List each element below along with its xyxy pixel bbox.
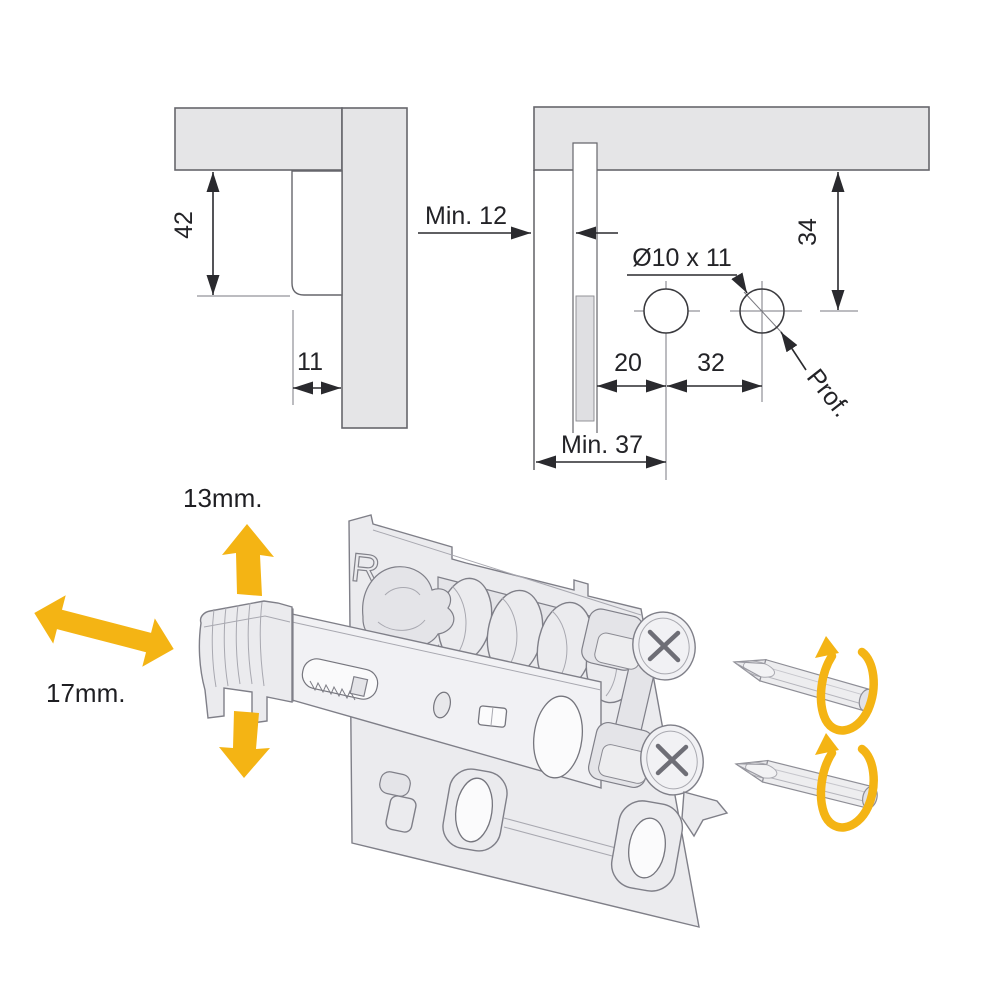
- serration-teeth: [309, 680, 356, 701]
- rotation-arrows: [815, 636, 878, 832]
- down-adjust-arrow-icon: [219, 711, 270, 778]
- rotate-arrow-upper-icon: [816, 647, 878, 735]
- large-oval-hole: [533, 695, 583, 779]
- horizontal-adjust-arrow-icon: [34, 595, 174, 667]
- dim-hole-spacing: 32: [697, 349, 725, 377]
- mounting-screws: [581, 608, 704, 796]
- depth-label: Prof.: [801, 364, 856, 423]
- phillips-tip-lower: [738, 763, 767, 779]
- screwdriver-bits: [732, 636, 878, 832]
- dim-notch-width: 11: [297, 348, 323, 376]
- bottom-mounting-bosses: [379, 768, 729, 892]
- drilling-template-diagram: Min. 12 Ø10 x 11 34 20 32 Prof. Min. 37: [418, 106, 930, 480]
- adjustment-arrows: [34, 524, 274, 778]
- hole-spec-leader: [731, 272, 748, 294]
- dim-min-depth: Min. 37: [561, 431, 643, 459]
- screwdriver-bit-lower: [734, 759, 878, 809]
- screw-hole-right: [628, 817, 666, 879]
- dim-top-offset: 34: [794, 218, 822, 246]
- up-adjust-arrow-icon: [222, 524, 274, 596]
- adjustment-arm: [291, 613, 602, 789]
- rotate-arrow-lower-icon: [816, 744, 878, 832]
- top-panel: [174, 107, 343, 171]
- dim-edge-to-first-hole: 20: [614, 349, 642, 377]
- screwdriver-bit-upper: [732, 658, 875, 712]
- phillips-cross-upper: [647, 629, 681, 663]
- hole-spec-label: Ø10 x 11: [632, 244, 732, 272]
- dim-panel-depth: 42: [170, 211, 198, 239]
- vertical-adjustment-label: 13mm.: [183, 483, 262, 513]
- slot-latch: [349, 675, 369, 698]
- side-tab: [681, 791, 729, 838]
- mounting-hook: [198, 600, 294, 724]
- bracket-illustration: R: [198, 514, 729, 928]
- side-panel: [341, 107, 408, 429]
- phillips-tip-upper: [736, 661, 765, 678]
- corner-detail-diagram: 42 11: [170, 107, 408, 429]
- screw-hole-left: [454, 777, 494, 843]
- horizontal-adjustment-label: 17mm.: [46, 678, 125, 708]
- bracket-in-slot: [575, 295, 595, 422]
- drill-hole-left: [643, 288, 689, 334]
- top-panel-right: [533, 106, 930, 171]
- dim-min-edge-distance: Min. 12: [425, 202, 507, 230]
- hanger-notch: [291, 170, 343, 296]
- phillips-cross-lower: [655, 743, 689, 777]
- drill-hole-right: [739, 288, 785, 334]
- small-oval-hole: [433, 691, 451, 719]
- depth-leader: [780, 331, 807, 371]
